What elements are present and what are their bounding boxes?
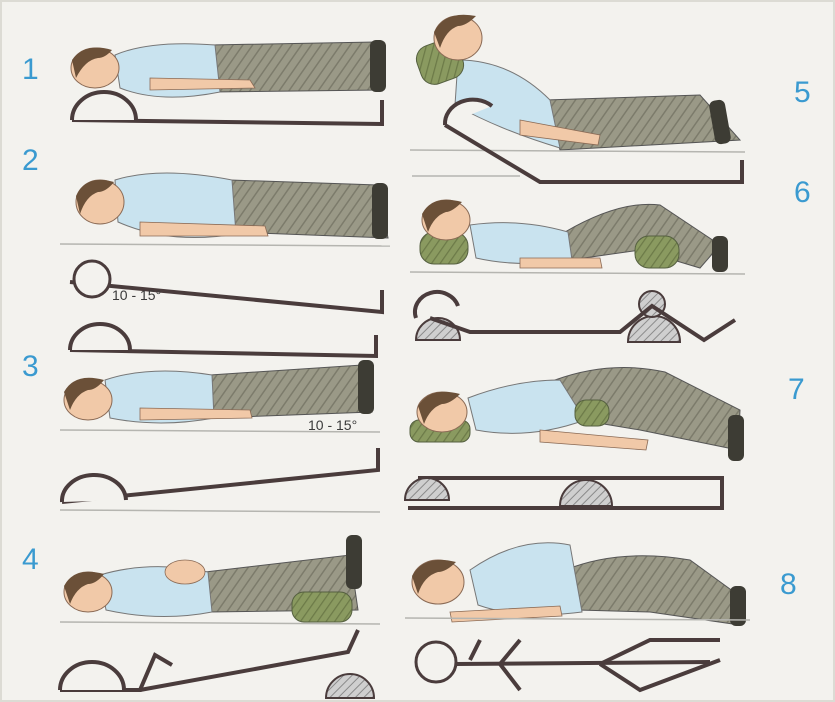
floor-line-6 xyxy=(410,272,745,274)
bed-diagram-1 xyxy=(72,92,382,124)
bed-diagram-4 xyxy=(60,630,358,690)
bed-diagram-3 xyxy=(62,448,378,502)
bed-diagram-7 xyxy=(405,478,722,508)
panel-number-1: 1 xyxy=(22,55,39,85)
panel-number-6: 6 xyxy=(794,178,811,208)
panel-number-5: 5 xyxy=(794,78,811,108)
roll-support-4 xyxy=(326,674,374,698)
panel-number-3: 3 xyxy=(22,352,39,382)
figure-5 xyxy=(412,15,740,150)
panel-number-8: 8 xyxy=(780,570,797,600)
bed-diagram-6 xyxy=(415,291,735,342)
panel-number-2: 2 xyxy=(22,146,39,176)
panel-number-7: 7 xyxy=(788,375,805,405)
angle-label-3: 10 - 15° xyxy=(308,418,357,432)
floor-line-3b xyxy=(60,510,380,512)
figure-4 xyxy=(64,535,362,622)
stick-figure-8 xyxy=(416,640,720,690)
floor-line-5 xyxy=(410,150,745,152)
figure-1 xyxy=(71,40,386,97)
angle-label-2: 10 - 15° xyxy=(112,288,161,302)
figure-6 xyxy=(420,200,728,272)
figure-8 xyxy=(412,543,746,626)
figure-7 xyxy=(410,368,744,462)
floor-line-2 xyxy=(60,244,390,246)
figure-2 xyxy=(76,173,388,239)
bed-diagram-3-top xyxy=(70,324,376,356)
panel-number-4: 4 xyxy=(22,545,39,575)
figure-3 xyxy=(64,360,374,423)
